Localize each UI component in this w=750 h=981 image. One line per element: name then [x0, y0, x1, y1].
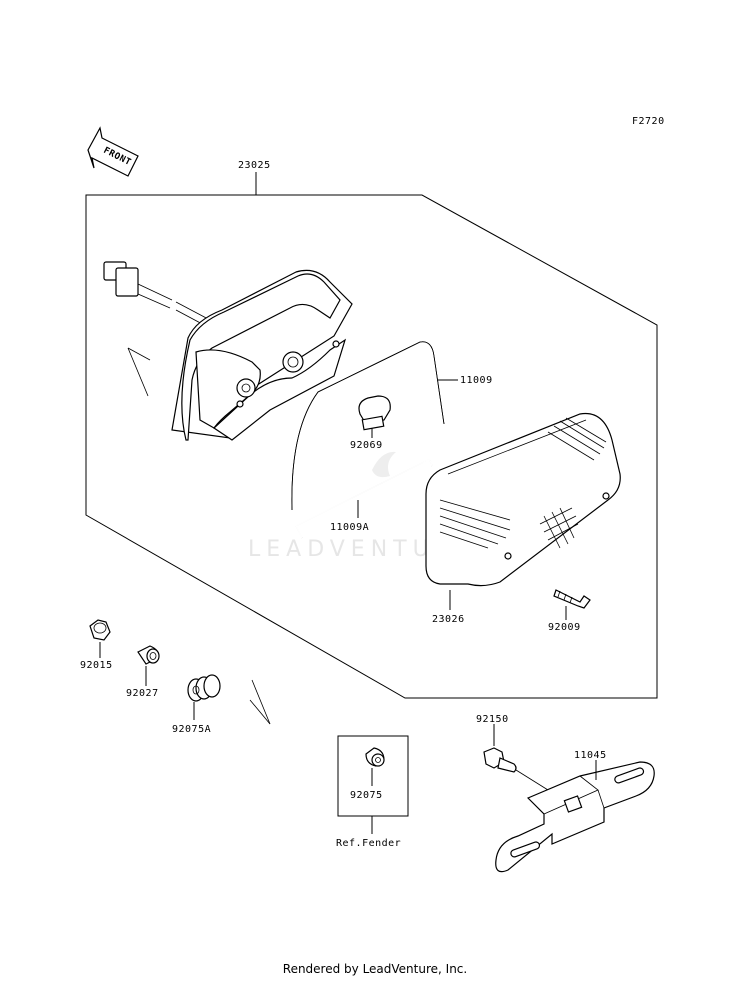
- grommet-92075: [365, 747, 385, 767]
- label-92027: 92027: [126, 688, 159, 699]
- bulb-92069: [358, 395, 391, 431]
- label-11009: 11009: [460, 375, 493, 386]
- front-arrow-icon: FRONT: [87, 126, 139, 177]
- screw-92009: [553, 589, 591, 609]
- label-92015: 92015: [80, 660, 113, 671]
- nut-92015: [89, 619, 111, 641]
- lens-23026: [425, 412, 621, 587]
- label-92009: 92009: [548, 622, 581, 633]
- label-11009A: 11009A: [330, 522, 369, 533]
- bolt-92150: [483, 747, 549, 791]
- label-92069: 92069: [350, 440, 383, 451]
- wire-connector: [103, 261, 211, 327]
- bracket-11045: [495, 761, 655, 873]
- label-92075: 92075: [350, 790, 383, 801]
- wire-frame-11009: [291, 341, 445, 511]
- label-92150: 92150: [476, 714, 509, 725]
- label-11045: 11045: [574, 750, 607, 761]
- label-23025: 23025: [238, 160, 271, 171]
- rod-11009A: [295, 459, 433, 539]
- figure-code: F2720: [632, 116, 665, 127]
- footer-credit: Rendered by LeadVenture, Inc.: [282, 962, 468, 976]
- lamp-housing: [127, 269, 353, 441]
- label-92075A: 92075A: [172, 724, 211, 735]
- assembly-outline: [85, 194, 658, 699]
- ref-box: [337, 735, 409, 817]
- collar-92027: [137, 645, 160, 665]
- ref-fender-label: Ref.Fender: [336, 838, 401, 849]
- label-23026: 23026: [432, 614, 465, 625]
- grommet-92075A: [187, 674, 271, 725]
